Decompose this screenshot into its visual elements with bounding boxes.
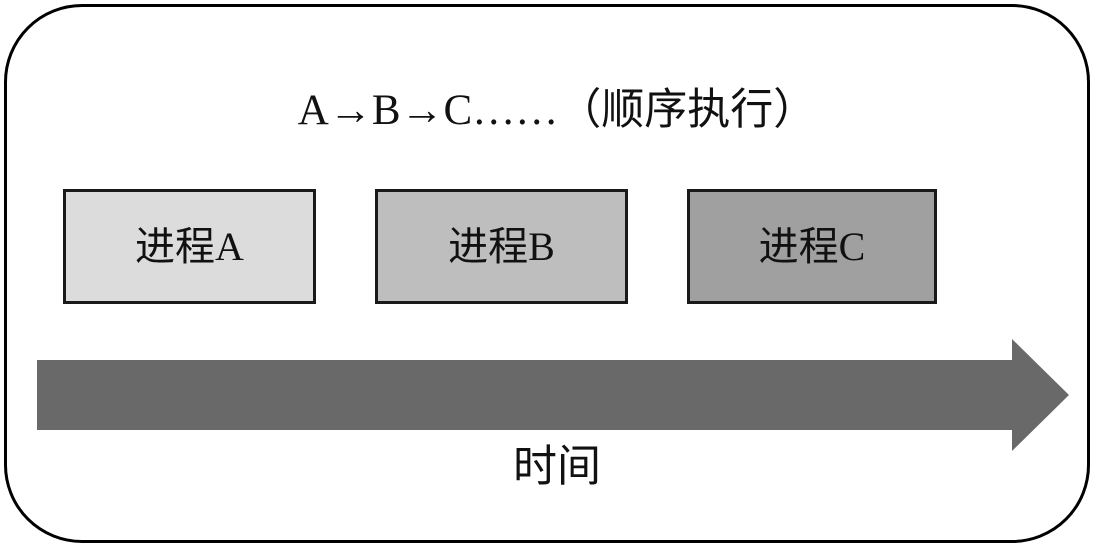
process-box-c: 进程C (687, 189, 937, 304)
time-axis-label: 时间 (513, 442, 601, 491)
process-box-b: 进程B (375, 189, 628, 304)
outer-rounded-frame: A→B→C……（顺序执行） 进程A 进程B 进程C 时间 (4, 4, 1090, 543)
time-arrow-polygon (37, 339, 1069, 451)
process-box-a-label: 进程A (135, 223, 244, 269)
sequence-title: A→B→C……（顺序执行） (297, 87, 817, 134)
process-box-b-label: 进程B (448, 223, 555, 269)
process-box-c-label: 进程C (758, 223, 866, 269)
time-arrow (37, 335, 1072, 455)
time-arrow-shape (37, 339, 1069, 451)
process-box-a: 进程A (63, 189, 316, 304)
